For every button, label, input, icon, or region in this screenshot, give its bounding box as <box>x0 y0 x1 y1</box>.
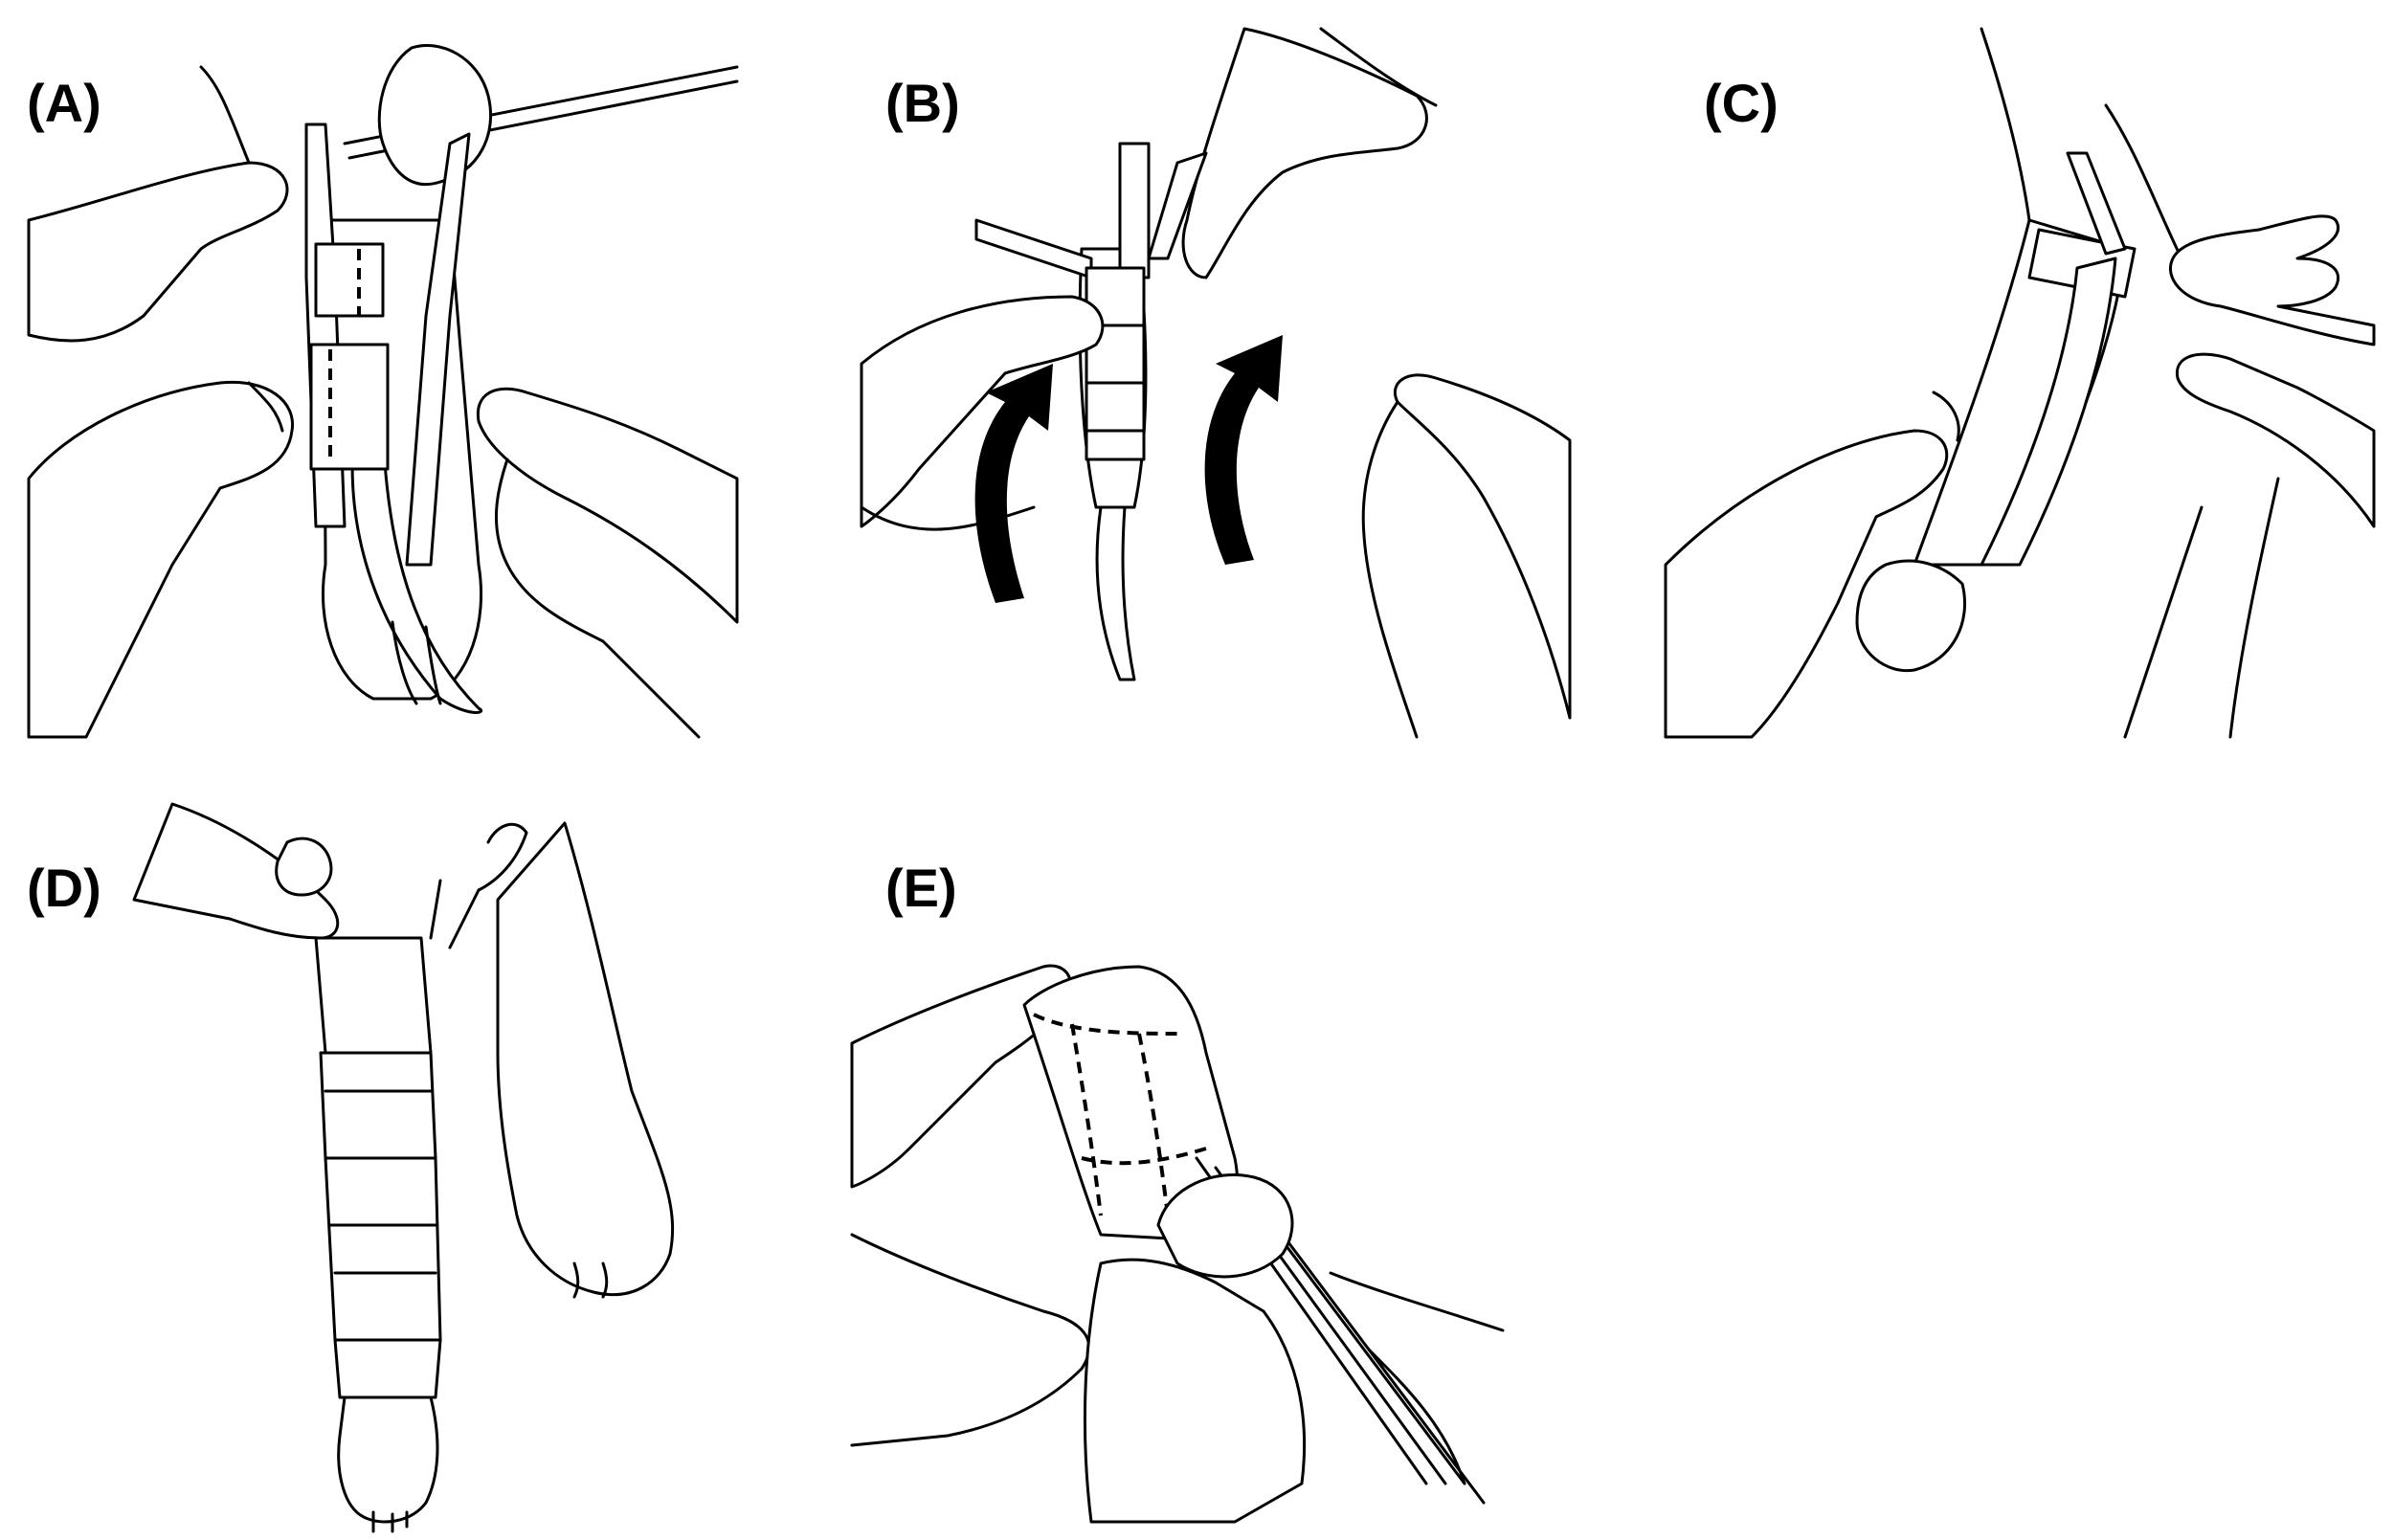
panel-e-illustration <box>850 948 1579 1524</box>
panel-b-illustration <box>860 27 1572 739</box>
panel-label-c: (C) <box>1704 73 1779 133</box>
panel-label-d: (D) <box>27 858 101 918</box>
panel-c-illustration <box>1664 27 2376 739</box>
panel-label-b: (B) <box>885 73 960 133</box>
panel-label-a: (A) <box>27 73 101 133</box>
panel-label-e: (E) <box>885 858 957 918</box>
panel-d-illustration <box>96 802 689 1533</box>
panel-a-illustration <box>27 29 739 739</box>
